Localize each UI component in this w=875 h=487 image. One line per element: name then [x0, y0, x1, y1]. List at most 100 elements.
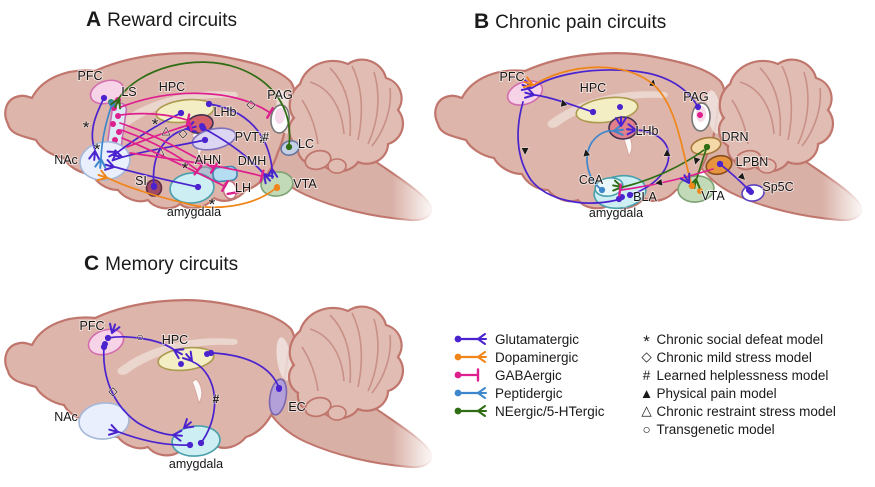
axon-terminal [107, 424, 119, 436]
legend-pathway-ne: NEergic/5-HTergic [452, 402, 605, 420]
legend-model-label: Transgenetic model [656, 421, 775, 437]
neuron-soma [589, 108, 597, 116]
projection-ls-to-pag: ◇ [120, 92, 274, 119]
neuron-soma [178, 361, 184, 367]
projection-amygdala-to-hpc: # [182, 350, 220, 447]
model-symbol-glyph: # [642, 367, 651, 383]
axon-terminal [679, 172, 691, 184]
model-symbol: ▲ [580, 146, 593, 160]
label-pfc: PFC [78, 69, 103, 83]
label-lhb: LHb [214, 105, 237, 119]
label-si: SI [135, 174, 147, 188]
panel-b-letter: B [474, 10, 490, 33]
legend-pathway-gaba: GABAergic [452, 366, 605, 384]
axon-terminal [615, 195, 623, 203]
projection-pfc-to-nac: * [82, 94, 108, 161]
neuron-soma [199, 124, 207, 132]
neuron-soma [688, 182, 696, 190]
panel-a-title-text: Reward circuits [107, 10, 238, 31]
inhibitory-terminal [266, 107, 274, 119]
axon-terminal [103, 159, 115, 171]
model-symbol: △ [162, 125, 172, 137]
axon-terminal [182, 350, 193, 362]
legend-model-2: #Learned helplessness model [639, 366, 836, 384]
neuron-soma [112, 137, 118, 143]
glu-line-marker-icon [454, 333, 487, 345]
label-drn: DRN [721, 130, 748, 144]
neuron-soma [110, 121, 116, 127]
label-lpbn: LPBN [736, 155, 769, 169]
projection-nac-to-vta [129, 152, 265, 183]
panel-b-title-text: Chronic pain circuits [495, 12, 667, 33]
inhibitory-terminal [221, 180, 229, 192]
legend-model-symbols: *Chronic social defeat model◇Chronic mil… [639, 330, 836, 438]
axon-terminal [522, 76, 534, 88]
projection-ls-to-dmh [119, 122, 219, 174]
axon-terminal [109, 322, 121, 334]
axon-terminal [183, 418, 195, 429]
da-line-marker-icon [454, 351, 487, 363]
legend-model-1: ◇Chronic mild stress model [639, 348, 836, 366]
model-symbol: ◇ [178, 126, 188, 140]
neuron-soma [194, 183, 202, 191]
label-ls: LS [121, 85, 136, 99]
model-symbol: * [182, 159, 189, 178]
region-dmh [212, 165, 238, 183]
label-lh: LH [235, 181, 251, 195]
label-amygdala: amygdala [167, 205, 221, 219]
label-pfc: PFC [80, 319, 105, 333]
projection-cea-to-lhb: ▲ [579, 123, 624, 194]
projection-pfc-to-hpc: ○ [104, 329, 185, 360]
projection-amygdala-to-nac [107, 424, 194, 449]
projection-ec-to-hpc [207, 349, 283, 392]
ne-line-marker-icon [454, 405, 487, 417]
panel-c-letter: C [84, 252, 100, 275]
label-cea: CeA [579, 173, 604, 187]
projection-pag-to-pfc: ▲ [520, 69, 702, 111]
axon-terminal [96, 169, 108, 181]
label-vta: VTA [293, 177, 317, 191]
neuron-soma [197, 439, 205, 447]
model-symbol: # [260, 132, 267, 146]
model-symbol-glyph: ◇ [641, 349, 652, 364]
axon-terminal [207, 349, 215, 357]
region-pag-inner [274, 108, 286, 124]
legend-pathway-glu: Glutamatergic [452, 330, 605, 348]
legend-pathway-da: Dopaminergic [452, 348, 605, 366]
model-symbol: * [152, 115, 159, 134]
model-symbol: ◇ [246, 97, 256, 111]
legend-model-4: △Chronic restraint stress model [639, 402, 836, 420]
model-symbol: * [209, 195, 216, 214]
legend-model-0: *Chronic social defeat model [639, 330, 836, 351]
legend-model-label: Chronic restraint stress model [656, 403, 836, 419]
axon-terminal [173, 348, 185, 360]
projection-pfc-to-amygdala: ◇ [100, 343, 183, 442]
neuron-soma [273, 184, 281, 192]
label-nac: NAc [54, 410, 78, 424]
axon-terminal [110, 98, 122, 110]
legend-pathway-label: NEergic/5-HTergic [495, 403, 605, 419]
neuron-soma [205, 100, 213, 108]
model-symbol: △ [156, 145, 166, 157]
label-hpc: HPC [580, 81, 606, 95]
pep-line-marker-icon [454, 387, 487, 399]
projection-lc-to-ls [110, 61, 293, 151]
neuron-soma [104, 334, 112, 342]
neuron-soma [285, 143, 293, 151]
axon-terminal [172, 429, 183, 442]
label-pvt-: PVT # [235, 130, 270, 144]
legend-model-label: Chronic social defeat model [656, 331, 824, 347]
model-symbol: ▲ [519, 145, 530, 157]
neuron-soma [598, 186, 606, 194]
neuron-soma [201, 136, 209, 144]
legend-pathway-label: GABAergic [495, 367, 562, 383]
inhibitory-terminal [259, 169, 265, 183]
brain-silhouette [4, 299, 448, 479]
neuron-soma [626, 191, 634, 199]
